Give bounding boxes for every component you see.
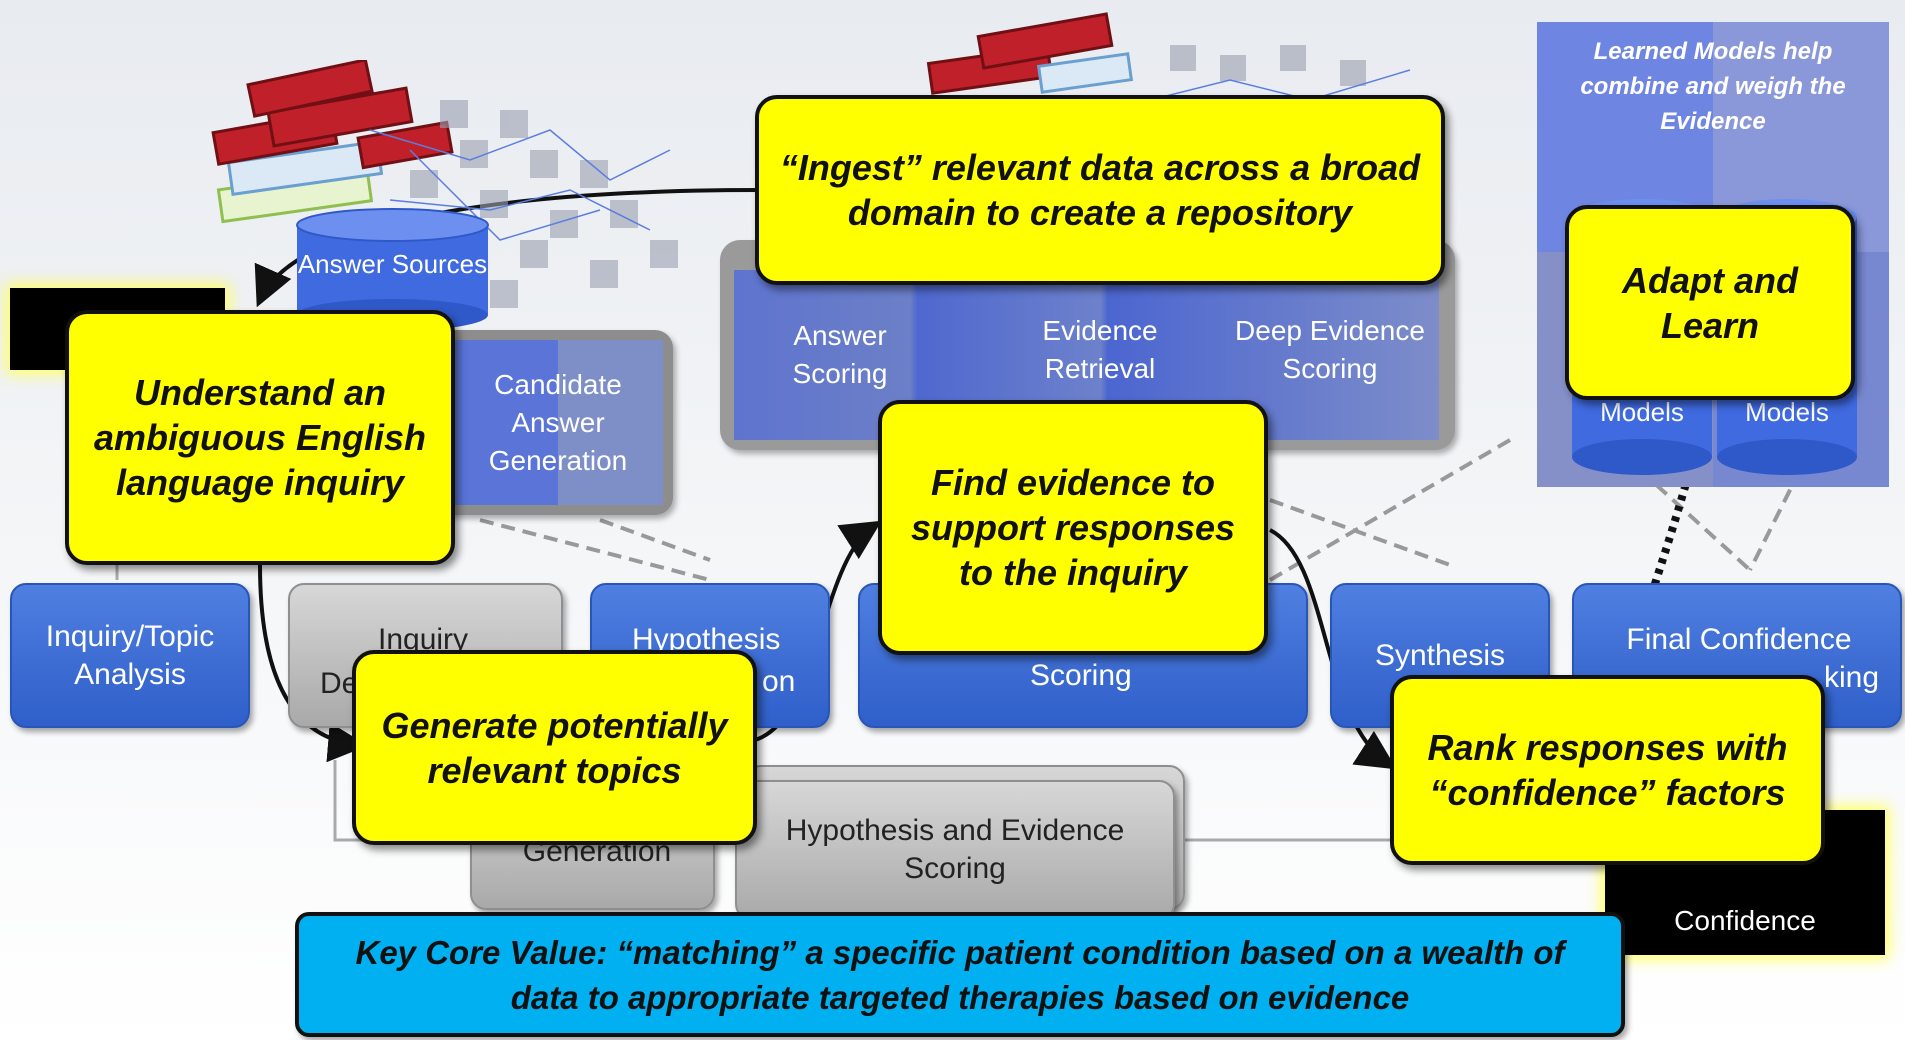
deep-evidence-scoring-label: Deep Evidence Scoring xyxy=(1235,315,1425,384)
inquiry-decomposition-label-bottom: De xyxy=(320,667,359,700)
books-stack-icon xyxy=(926,12,1134,95)
generate-callout: Generate potentially relevant topics xyxy=(352,650,757,845)
adapt-callout-text: Adapt and Learn xyxy=(1622,259,1798,346)
books-stack-icon xyxy=(211,60,454,224)
rank-callout-text: Rank responses with “confidence” factors xyxy=(1427,727,1788,813)
adapt-callout: Adapt and Learn xyxy=(1565,205,1855,400)
answer-sources-label: Answer Sources xyxy=(297,249,488,279)
learned-models-caption: Learned Models help combine and weigh th… xyxy=(1580,38,1846,135)
models-right-label: Models xyxy=(1745,397,1829,427)
find-evidence-callout-text: Find evidence to support responses to th… xyxy=(910,462,1236,593)
understand-callout-text: Understand an ambiguous English language… xyxy=(93,372,426,503)
candidate-answer-generation-panel: Candidate Answer Generation xyxy=(425,330,673,515)
find-evidence-callout: Find evidence to support responses to th… xyxy=(878,400,1268,655)
lower-hypothesis-evidence-scoring-box: Hypothesis and Evidence Scoring xyxy=(735,780,1175,920)
rank-callout: Rank responses with “confidence” factors xyxy=(1390,675,1825,865)
answer-scoring-label: Answer Scoring xyxy=(792,320,888,389)
inquiry-topic-analysis-box: Inquiry/Topic Analysis xyxy=(10,583,250,728)
understand-to-generate-arrow xyxy=(258,564,368,763)
ingest-callout: “Ingest” relevant data across a broad do… xyxy=(755,95,1445,285)
inquiry-topic-analysis-label: Inquiry/Topic Analysis xyxy=(45,619,215,691)
understand-callout: Understand an ambiguous English language… xyxy=(65,310,455,565)
scoring-label: Scoring xyxy=(1030,659,1132,692)
find-to-rank-arrow xyxy=(1269,528,1397,770)
dashed-connector xyxy=(1269,498,1451,567)
data-mosaic-graphic xyxy=(369,100,678,308)
synthesis-label: Synthesis xyxy=(1374,638,1506,672)
dashed-connector xyxy=(1268,438,1512,582)
evidence-retrieval-label: Evidence Retrieval xyxy=(1042,315,1158,384)
key-core-value-text: Key Core Value: “matching” a specific pa… xyxy=(355,933,1565,1016)
dashed-connector xyxy=(479,518,711,582)
final-confidence-label-top: Final Confidence xyxy=(1626,623,1852,656)
candidate-answer-generation-label: Candidate Answer Generation xyxy=(488,368,628,476)
responses-with-confidence-label: Confidence xyxy=(1674,905,1816,936)
generate-callout-text: Generate potentially relevant topics xyxy=(381,704,728,791)
dashed-connector xyxy=(1748,469,1802,571)
final-confidence-label-bottom: king xyxy=(1824,661,1880,694)
models-left-label: Models xyxy=(1600,397,1684,427)
ingest-callout-text: “Ingest” relevant data across a broad do… xyxy=(779,147,1421,233)
key-core-value-banner: Key Core Value: “matching” a specific pa… xyxy=(295,912,1625,1037)
data-mosaic-graphic xyxy=(1150,45,1411,101)
hypothesis-generation-label-bottom: on xyxy=(762,665,796,698)
lower-hypothesis-evidence-scoring-label: Hypothesis and Evidence Scoring xyxy=(785,814,1125,885)
dashed-connector xyxy=(599,518,711,562)
